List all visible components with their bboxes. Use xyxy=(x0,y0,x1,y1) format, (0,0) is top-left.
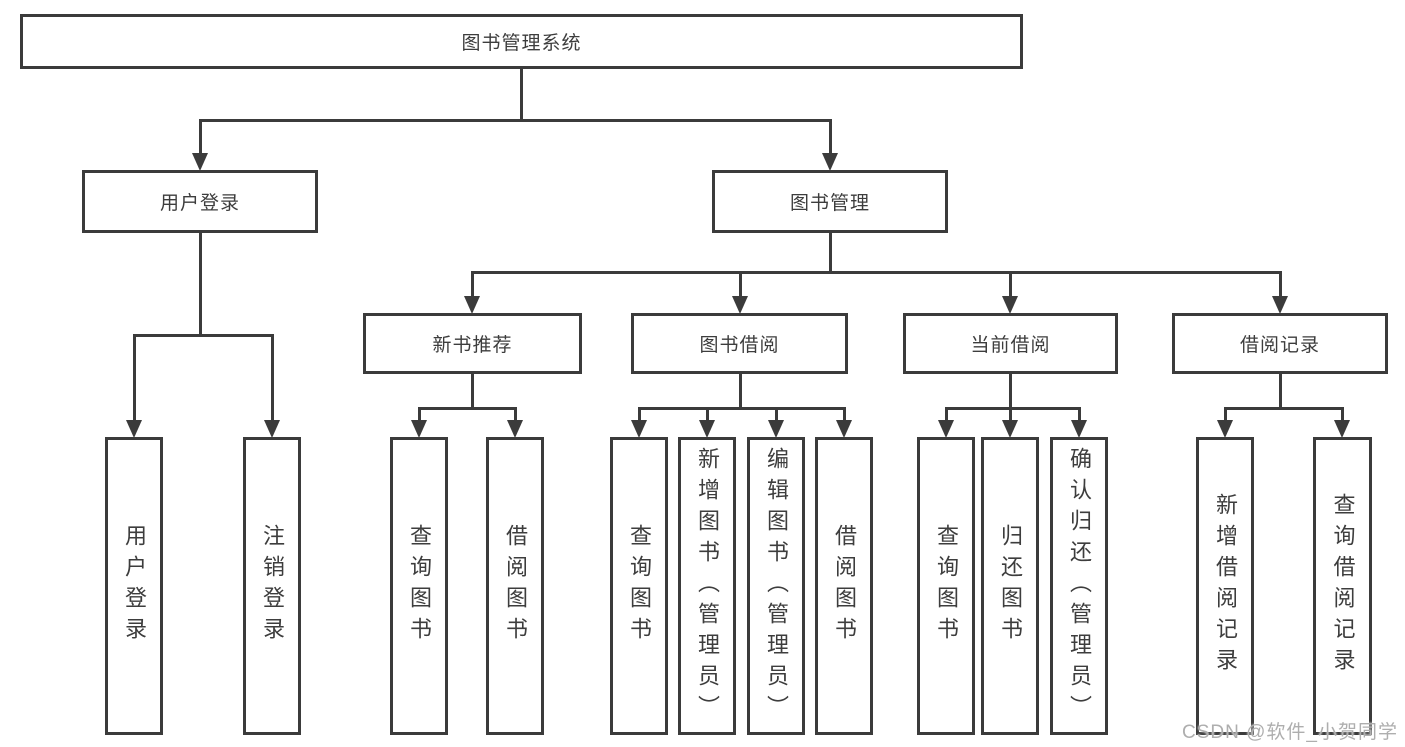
root-to-branches-bar xyxy=(198,118,832,122)
borrow-records-to-leaves-bar xyxy=(1223,406,1344,410)
root-to-branches-drop xyxy=(828,120,832,154)
user-login-to-leaves-stem xyxy=(198,233,202,335)
csdn-watermark: CSDN @软件_小贺同学 xyxy=(1182,722,1398,743)
node-label: 新书推荐 xyxy=(432,335,513,356)
arrow-down-icon xyxy=(507,420,523,438)
arrow-down-icon xyxy=(1272,296,1288,314)
arrow-down-icon xyxy=(1002,296,1018,314)
arrow-down-icon xyxy=(768,420,784,438)
book-mgmt-to-groups-drop xyxy=(738,272,742,297)
node-label: 用户登录 xyxy=(122,524,147,648)
node-branch-user-login: 用户登录 xyxy=(82,170,318,233)
user-login-to-leaves-drop xyxy=(270,335,274,421)
book-borrow-to-leaves-drop xyxy=(637,408,641,421)
new-book-rec-to-leaves-drop xyxy=(417,408,421,421)
book-borrow-to-leaves-drop xyxy=(705,408,709,421)
current-borrow-to-leaves-drop xyxy=(1008,408,1012,421)
book-mgmt-to-groups-bar xyxy=(470,270,1282,274)
arrow-down-icon xyxy=(836,420,852,438)
current-borrow-to-leaves-bar xyxy=(944,406,1081,410)
node-label: 用户登录 xyxy=(159,193,240,214)
node-leaf-edit-book-admin: 编辑图书（管理员） xyxy=(747,437,805,735)
node-label: 图书借阅 xyxy=(699,335,780,356)
book-borrow-to-leaves-drop xyxy=(774,408,778,421)
node-leaf-query-books-bor: 查询图书 xyxy=(610,437,668,735)
current-borrow-to-leaves-drop xyxy=(944,408,948,421)
node-group-book-borrow: 图书借阅 xyxy=(631,313,848,374)
arrow-down-icon xyxy=(1217,420,1233,438)
root-to-branches-drop xyxy=(198,120,202,154)
node-label: 查询图书 xyxy=(627,524,652,648)
user-login-to-leaves-bar xyxy=(132,333,274,337)
arrow-down-icon xyxy=(411,420,427,438)
book-mgmt-to-groups-stem xyxy=(828,233,832,272)
node-branch-book-mgmt: 图书管理 xyxy=(712,170,948,233)
node-label: 查询图书 xyxy=(934,524,959,648)
node-group-current-borrow: 当前借阅 xyxy=(903,313,1118,374)
arrow-down-icon xyxy=(699,420,715,438)
arrow-down-icon xyxy=(1002,420,1018,438)
node-root-system: 图书管理系统 xyxy=(20,14,1023,69)
book-borrow-to-leaves-bar xyxy=(637,406,846,410)
borrow-records-to-leaves-stem xyxy=(1278,374,1282,408)
node-label: 借阅图书 xyxy=(503,524,528,648)
borrow-records-to-leaves-drop xyxy=(1223,408,1227,421)
arrow-down-icon xyxy=(264,420,280,438)
node-leaf-return-book: 归还图书 xyxy=(981,437,1039,735)
node-label: 注销登录 xyxy=(260,524,285,648)
new-book-rec-to-leaves-stem xyxy=(470,374,474,408)
node-leaf-query-books-cur: 查询图书 xyxy=(917,437,975,735)
node-group-borrow-records: 借阅记录 xyxy=(1172,313,1388,374)
arrow-down-icon xyxy=(1071,420,1087,438)
node-label: 当前借阅 xyxy=(970,335,1051,356)
book-borrow-to-leaves-stem xyxy=(738,374,742,408)
arrow-down-icon xyxy=(732,296,748,314)
arrow-down-icon xyxy=(464,296,480,314)
node-leaf-query-books-rec: 查询图书 xyxy=(390,437,448,735)
arrow-down-icon xyxy=(1334,420,1350,438)
node-label: 借阅记录 xyxy=(1239,335,1320,356)
node-label: 归还图书 xyxy=(998,524,1023,648)
node-label: 新增借阅记录 xyxy=(1213,493,1238,679)
node-label: 查询图书 xyxy=(407,524,432,648)
node-leaf-user-login: 用户登录 xyxy=(105,437,163,735)
node-label: 确认归还（管理员） xyxy=(1067,446,1092,726)
node-label: 查询借阅记录 xyxy=(1330,493,1356,679)
book-mgmt-to-groups-drop xyxy=(1278,272,1282,297)
node-leaf-query-borrow-rec: 查询借阅记录 xyxy=(1313,437,1372,735)
node-label: 借阅图书 xyxy=(832,524,857,648)
node-label: 图书管理系统 xyxy=(461,33,582,54)
arrow-down-icon xyxy=(126,420,142,438)
user-login-to-leaves-drop xyxy=(132,335,136,421)
node-group-new-book-rec: 新书推荐 xyxy=(363,313,582,374)
arrow-down-icon xyxy=(631,420,647,438)
node-leaf-add-borrow-rec: 新增借阅记录 xyxy=(1196,437,1254,735)
node-leaf-logout: 注销登录 xyxy=(243,437,301,735)
node-label: 新增图书（管理员） xyxy=(695,446,720,726)
current-borrow-to-leaves-stem xyxy=(1008,374,1012,408)
new-book-rec-to-leaves-drop xyxy=(513,408,517,421)
root-to-branches-stem xyxy=(519,69,523,120)
node-leaf-confirm-return: 确认归还（管理员） xyxy=(1050,437,1108,735)
book-mgmt-to-groups-drop xyxy=(1008,272,1012,297)
node-leaf-borrow-books-rec: 借阅图书 xyxy=(486,437,544,735)
arrow-down-icon xyxy=(822,153,838,171)
node-leaf-add-book-admin: 新增图书（管理员） xyxy=(678,437,736,735)
book-borrow-to-leaves-drop xyxy=(842,408,846,421)
borrow-records-to-leaves-drop xyxy=(1340,408,1344,421)
arrow-down-icon xyxy=(192,153,208,171)
arrow-down-icon xyxy=(938,420,954,438)
node-leaf-borrow-books-bor: 借阅图书 xyxy=(815,437,873,735)
current-borrow-to-leaves-drop xyxy=(1077,408,1081,421)
new-book-rec-to-leaves-bar xyxy=(417,406,517,410)
book-mgmt-to-groups-drop xyxy=(470,272,474,297)
node-label: 编辑图书（管理员） xyxy=(764,446,789,726)
node-label: 图书管理 xyxy=(789,193,870,214)
